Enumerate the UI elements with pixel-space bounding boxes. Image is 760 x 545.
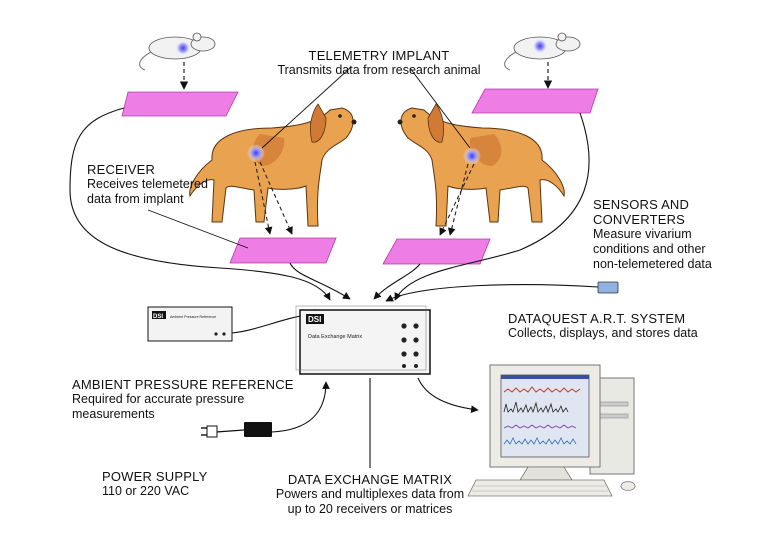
telemetry-implant-title: TELEMETRY IMPLANT — [308, 48, 450, 63]
dog-right-signal-1 — [447, 163, 469, 236]
sensors-label: SENSORS AND CONVERTERS Measure vivarium … — [593, 197, 712, 272]
ambient-pressure-reference-device: DSI Ambient Pressure Reference — [147, 306, 233, 342]
sensors-desc-line2: conditions and other — [593, 242, 706, 256]
cable-power — [271, 381, 330, 433]
cable-to-computer — [417, 377, 479, 413]
sensors-title-line2: CONVERTERS — [593, 212, 686, 227]
data-exchange-matrix-title: DATA EXCHANGE MATRIX — [287, 472, 453, 487]
matrix-logo: DSI — [308, 315, 321, 324]
mouse-right-icon — [504, 32, 581, 71]
telemetry-implant-desc: Transmits data from research animal — [277, 63, 481, 77]
receiver-title: RECEIVER — [87, 162, 156, 177]
sensors-title-line1: SENSORS AND — [593, 197, 690, 212]
receiver-plate-bottom-left — [229, 237, 337, 264]
power-supply-title: POWER SUPPLY — [102, 469, 208, 484]
receiver-plate-bottom-right — [382, 238, 491, 265]
ambient-pressure-label: AMBIENT PRESSURE REFERENCE Required for … — [72, 377, 294, 422]
dog-left-signal-2 — [259, 161, 293, 235]
apr-device-label: Ambient Pressure Reference — [170, 315, 216, 319]
power-supply-desc: 110 or 220 VAC — [102, 484, 190, 498]
dog-right-signal-2 — [439, 163, 475, 236]
power-supply-label: POWER SUPPLY 110 or 220 VAC — [102, 469, 207, 499]
data-exchange-matrix-label: DATA EXCHANGE MATRIX Powers and multiple… — [250, 472, 490, 517]
dog-left-signal-1 — [254, 161, 273, 235]
power-supply-icon — [201, 422, 272, 438]
dataquest-desc: Collects, displays, and stores data — [508, 326, 698, 340]
ambient-pressure-desc-line2: measurements — [72, 407, 155, 421]
sensors-desc-line1: Measure vivarium — [593, 227, 692, 241]
cable-top-left-receiver — [69, 107, 331, 301]
receiver-leader — [147, 209, 249, 249]
ambient-pressure-desc-line1: Required for accurate pressure — [72, 392, 245, 406]
sensors-desc-line3: non-telemetered data — [593, 257, 712, 271]
matrix-device-label: Data Exchange Matrix — [308, 334, 362, 340]
cable-bottom-right-receiver — [373, 263, 421, 300]
implant-leader-left — [261, 67, 351, 149]
sensor-converter-icon — [597, 281, 619, 294]
cable-bottom-left-receiver — [289, 262, 351, 300]
mouse-left-icon — [139, 32, 216, 71]
dataquest-label: DATAQUEST A.R.T. SYSTEM Collects, displa… — [508, 311, 698, 341]
apr-logo: DSI — [153, 314, 163, 320]
dog-right-icon — [397, 103, 565, 227]
dataquest-title: DATAQUEST A.R.T. SYSTEM — [508, 311, 686, 326]
telemetry-implant-label: TELEMETRY IMPLANT Transmits data from re… — [260, 48, 498, 78]
receiver-desc-line2: data from implant — [87, 192, 184, 206]
receiver-plate-top-left — [121, 91, 239, 117]
receiver-label: RECEIVER Receives telemetered data from … — [87, 162, 208, 207]
data-exchange-matrix-device: DSI Data Exchange Matrix — [295, 305, 431, 375]
cable-sensor — [385, 284, 599, 302]
implant-leader-right — [409, 67, 471, 149]
receiver-plate-top-right — [471, 88, 599, 114]
receiver-desc-line1: Receives telemetered — [87, 177, 208, 191]
data-exchange-matrix-desc-line1: Powers and multiplexes data from — [275, 487, 465, 501]
computer-workstation-icon — [467, 364, 636, 497]
ambient-pressure-title: AMBIENT PRESSURE REFERENCE — [72, 377, 294, 392]
cable-top-right-receiver — [394, 112, 590, 301]
dog-left-icon — [189, 103, 357, 227]
data-exchange-matrix-desc-line2: up to 20 receivers or matrices — [287, 502, 453, 516]
